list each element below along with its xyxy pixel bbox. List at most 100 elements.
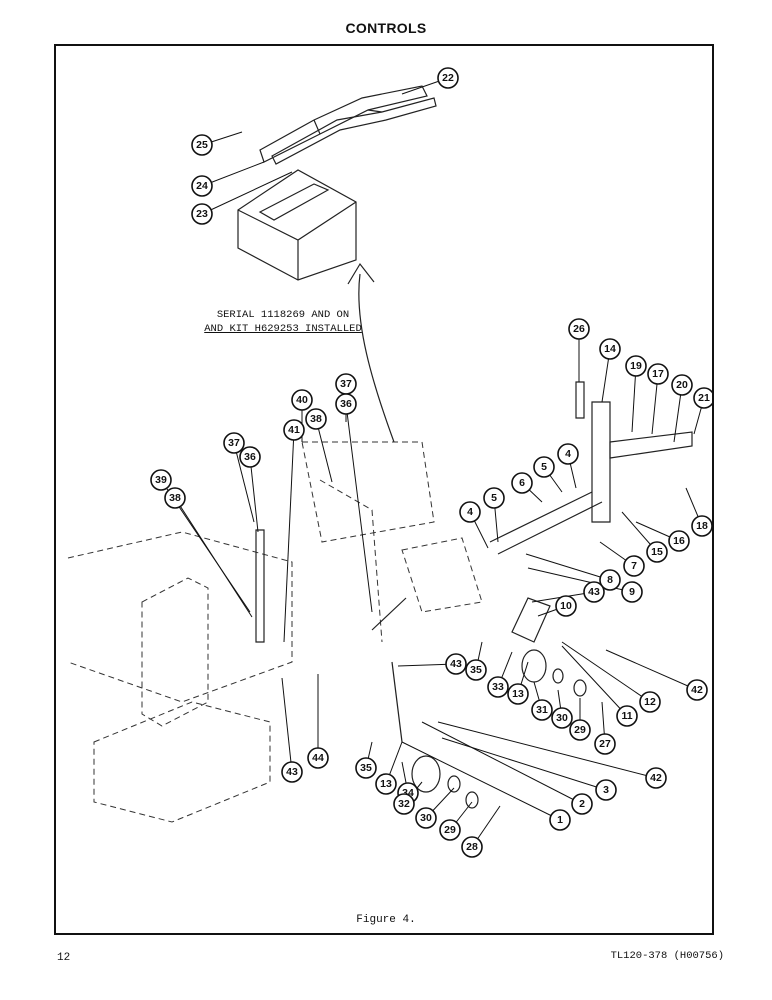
callout-6: 6 [511,472,533,494]
callout-number: 25 [196,139,208,151]
callout-10: 10 [555,595,577,617]
callout-28: 28 [461,836,483,858]
callout-number: 20 [676,379,688,391]
callout-21: 21 [693,387,712,409]
callout-8: 8 [599,569,621,591]
callout-number: 38 [310,413,322,425]
callout-number: 40 [296,394,308,406]
kit-control-box [237,169,357,281]
callout-number: 24 [196,180,208,192]
callout-number: 30 [420,812,432,824]
callout-17: 17 [647,363,669,385]
callout-number: 9 [629,586,635,598]
callout-number: 32 [398,798,410,810]
callout-number: 36 [244,451,256,463]
callout-number: 6 [519,477,525,489]
callout-leader-38 [174,497,253,618]
callout-number: 10 [560,600,572,612]
callout-22: 22 [437,67,459,89]
callout-leader-8 [525,553,611,581]
callout-number: 12 [644,696,656,708]
callout-number: 26 [573,323,585,335]
callout-16: 16 [668,530,690,552]
callout-9: 9 [621,581,643,603]
callout-40: 40 [291,389,313,411]
callout-number: 42 [691,684,703,696]
callout-number: 11 [621,710,632,722]
callout-number: 30 [556,712,568,724]
callout-leader-23 [201,171,293,215]
callout-13: 13 [375,773,397,795]
callout-number: 13 [380,778,392,790]
callout-number: 42 [650,772,662,784]
serial-note: SERIAL 1118269 AND ON AND KIT H629253 IN… [188,308,378,336]
callout-15: 15 [646,541,668,563]
callout-number: 28 [466,841,478,853]
callout-number: 38 [169,492,181,504]
exploded-parts-drawing: 2225242326141917202137403836413736393845… [67,67,712,858]
callout-leader-12 [561,641,651,703]
callout-leader-1 [401,741,561,821]
callout-number: 29 [574,724,586,736]
callout-leader-43 [281,677,293,773]
callout-42: 42 [645,767,667,789]
callout-number: 15 [651,546,663,558]
callout-11: 11 [616,705,638,727]
callout-38: 38 [305,408,327,430]
callout-43: 43 [583,581,605,603]
callout-number: 22 [442,72,454,84]
callout-number: 41 [288,424,300,436]
callout-27: 27 [594,733,616,755]
callout-number: 35 [470,664,482,676]
callout-5: 5 [483,487,505,509]
callout-number: 2 [579,798,585,810]
callout-number: 37 [228,437,240,449]
callout-number: 31 [536,704,548,716]
callout-4: 4 [459,501,481,523]
callout-number: 8 [607,574,613,586]
callout-14: 14 [599,338,621,360]
callout-number: 4 [467,506,473,518]
callout-leader-38 [315,418,333,483]
callout-23: 23 [191,203,213,225]
callout-7: 7 [623,555,645,577]
callout-number: 17 [652,368,664,380]
callout-2: 2 [571,793,593,815]
callout-3: 3 [595,779,617,801]
callout-36: 36 [335,393,357,415]
callout-number: 4 [565,448,571,460]
callout-number: 1 [557,814,563,826]
callout-number: 23 [196,208,208,220]
callout-leader-42 [437,721,657,779]
callout-38: 38 [164,487,186,509]
callout-39: 39 [150,469,172,491]
page-header-title: CONTROLS [345,20,427,36]
callout-44: 44 [307,747,329,769]
callout-36: 36 [239,446,261,468]
callout-43: 43 [445,653,467,675]
callout-29: 29 [569,719,591,741]
callout-number: 44 [312,752,324,764]
document-code: TL120-378 (H00756) [610,950,724,962]
callout-number: 35 [360,762,372,774]
callout-number: 39 [155,474,167,486]
callout-leader-11 [561,645,628,717]
serial-line-1: SERIAL 1118269 AND ON [216,309,350,321]
callout-42: 42 [686,679,708,701]
callout-number: 19 [630,360,642,372]
callout-leader-36 [345,403,373,613]
callout-33: 33 [487,676,509,698]
callout-32: 32 [393,793,415,815]
callout-37: 37 [335,373,357,395]
callout-number: 5 [541,461,547,473]
callout-26: 26 [568,318,590,340]
callout-leader-19 [631,365,637,433]
callout-number: 29 [444,824,456,836]
direction-arrow [358,273,395,443]
callout-number: 27 [599,738,611,750]
callout-number: 13 [512,688,524,700]
callout-29: 29 [439,819,461,841]
callout-5: 5 [533,456,555,478]
callout-leader-36 [249,456,259,533]
